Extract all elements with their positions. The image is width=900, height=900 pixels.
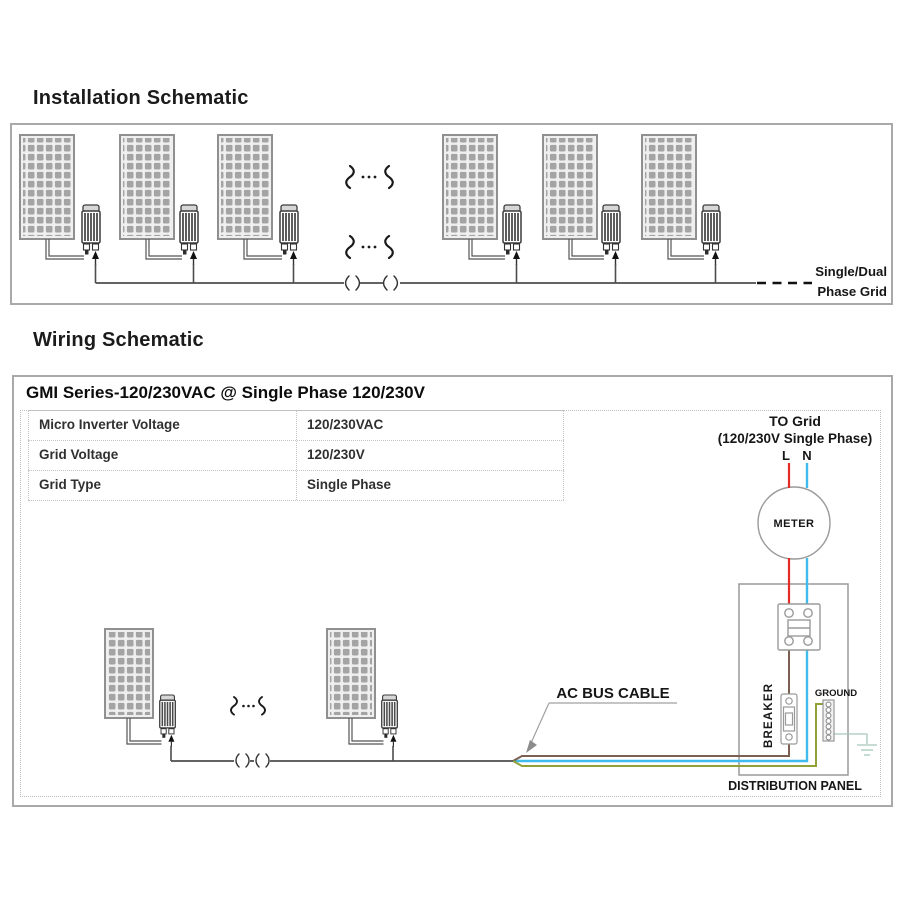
bus-break-marks xyxy=(344,275,399,291)
phase-grid-label-line2: Phase Grid xyxy=(817,284,887,299)
leader-arrowhead-icon xyxy=(526,740,537,753)
table-row: Grid Voltage 120/230V xyxy=(28,441,564,471)
wiring-box-title: GMI Series-120/230VAC @ Single Phase 120… xyxy=(26,383,425,402)
ground-wire-olive xyxy=(512,703,823,767)
neutral-wire-label: N xyxy=(802,448,811,463)
micro-inverter-icon xyxy=(601,204,621,266)
ground-terminal-strip xyxy=(822,699,835,742)
installation-diagram: Single/Dual Phase Grid xyxy=(19,134,887,299)
spec-value: Single Phase xyxy=(296,471,564,500)
line-wire-label: L xyxy=(782,448,790,463)
spec-value: 120/230VAC xyxy=(296,411,564,440)
solar-panel xyxy=(104,628,154,719)
distribution-panel-label: DISTRIBUTION PANEL xyxy=(728,779,862,793)
wiring-title: Wiring Schematic xyxy=(33,329,204,351)
spec-label: Grid Voltage xyxy=(28,441,296,470)
continuation-dots xyxy=(361,175,377,249)
continuation-dots xyxy=(242,704,255,708)
to-grid-label-line1: TO Grid xyxy=(769,413,821,429)
micro-inverter-icon xyxy=(502,204,522,266)
micro-inverter-icon xyxy=(158,694,177,748)
solar-panel xyxy=(442,134,498,240)
earth-ground-symbol xyxy=(834,733,877,756)
bus-break-marks xyxy=(235,753,270,768)
table-row: Grid Type Single Phase xyxy=(28,471,564,501)
wiring-diagram: TO Grid (120/230V Single Phase) L N METE… xyxy=(104,413,877,793)
phase-wire-brown xyxy=(512,650,790,762)
solar-panel xyxy=(326,628,376,719)
solar-panel xyxy=(19,134,75,240)
inverter-drop-wires xyxy=(170,746,394,761)
installation-title: Installation Schematic xyxy=(33,87,249,109)
to-grid-label-line2: (120/230V Single Phase) xyxy=(718,431,873,446)
breaker-component xyxy=(780,693,798,745)
micro-inverter-icon xyxy=(380,694,399,748)
micro-inverter-icon xyxy=(279,204,299,266)
breaker-label: BREAKER xyxy=(763,683,775,748)
spec-label: Micro Inverter Voltage xyxy=(28,411,296,440)
solar-panel xyxy=(119,134,175,240)
neutral-wire-cyan xyxy=(513,463,809,763)
table-row: Micro Inverter Voltage 120/230VAC xyxy=(28,411,564,441)
junction-block xyxy=(777,603,821,651)
meter-label: METER xyxy=(774,518,815,530)
spec-value: 120/230V xyxy=(296,441,564,470)
ac-bus-cable-label: AC BUS CABLE xyxy=(556,685,669,702)
phase-grid-label-line1: Single/Dual xyxy=(815,264,887,279)
meter-circle xyxy=(757,486,831,560)
distribution-panel-box xyxy=(738,583,849,776)
ground-label: GROUND xyxy=(815,688,857,699)
panel-wires xyxy=(45,239,704,260)
inverter-drop-wires xyxy=(94,264,717,283)
spec-table: Micro Inverter Voltage 120/230VAC Grid V… xyxy=(28,410,564,501)
continuation-squiggles xyxy=(345,164,394,260)
panel-wires xyxy=(126,718,384,745)
micro-inverter-icon xyxy=(179,204,199,266)
solar-panel xyxy=(641,134,697,240)
solar-panel xyxy=(217,134,273,240)
spec-label: Grid Type xyxy=(28,471,296,500)
micro-inverter-icon xyxy=(701,204,721,266)
wiring-box xyxy=(12,375,893,807)
micro-inverter-icon xyxy=(81,204,101,266)
solar-panel xyxy=(542,134,598,240)
ac-bus-cable-leader xyxy=(530,702,677,744)
